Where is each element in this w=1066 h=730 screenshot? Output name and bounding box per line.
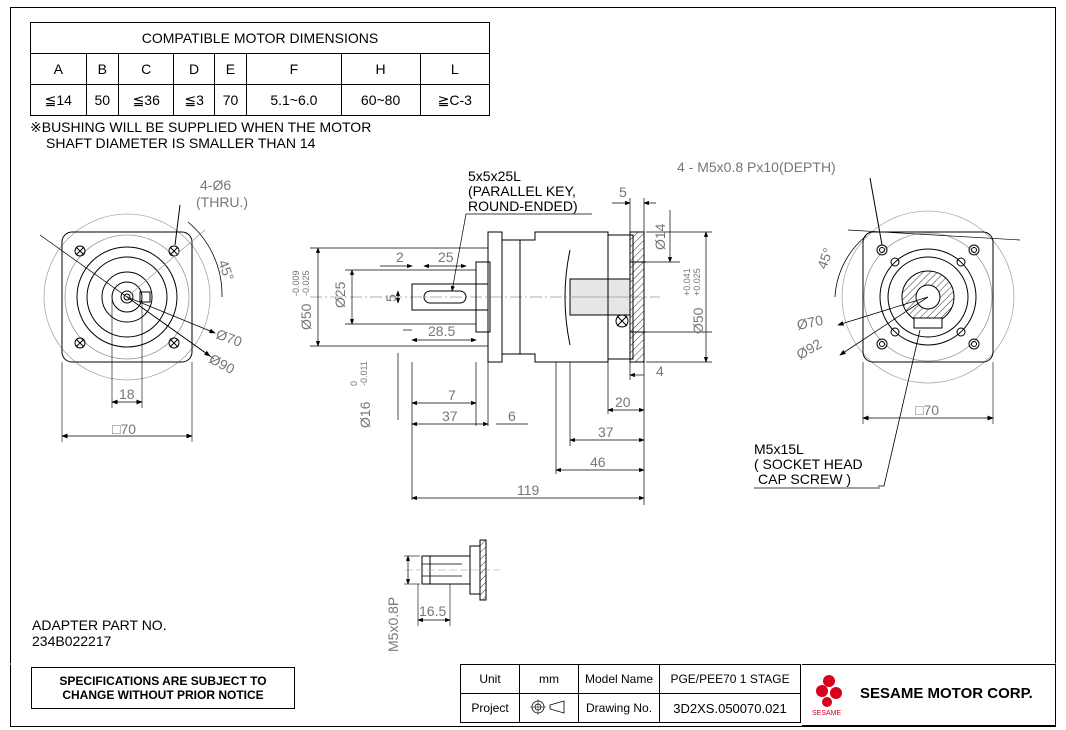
logo-text: SESAME <box>812 710 842 717</box>
dim-2: 2 <box>396 249 404 265</box>
value-e: 70 <box>213 84 248 116</box>
dia-16: Ø16 <box>357 401 373 428</box>
adapter-part-number: ADAPTER PART NO. 234B022217 <box>32 617 167 649</box>
tapped-holes <box>876 244 980 350</box>
project-label: Project <box>460 693 520 723</box>
adapter-labels: M5x0.8P 16.5 <box>385 597 446 652</box>
sesame-logo-icon <box>816 675 842 707</box>
header-a: A <box>30 53 87 85</box>
dim-119: 119 <box>517 482 540 498</box>
drawing-number: 3D2XS.050070.021 <box>659 693 802 723</box>
value-a: ≦14 <box>30 84 87 116</box>
thru-label: (THRU.) <box>196 194 248 210</box>
value-l: ≧C-3 <box>419 84 491 116</box>
dim-28-5: 28.5 <box>428 323 455 339</box>
note-line-2: SHAFT DIAMETER IS SMALLER THAN 14 <box>46 135 316 151</box>
dim-20: 20 <box>615 394 631 410</box>
value-d: ≦3 <box>173 84 215 116</box>
dim-4: 4 <box>656 363 664 379</box>
drawing-label: Drawing No. <box>577 693 661 723</box>
disclaimer-line-1: SPECIFICATIONS ARE SUBJECT TO <box>59 674 267 688</box>
left-angle-label: 45° <box>215 258 237 283</box>
adapter-detail <box>404 539 500 626</box>
tol-50-left-upper: -0.009 <box>291 270 301 296</box>
left-dia70-label: Ø70 <box>214 326 245 350</box>
left-view-labels: 4-Ø6 (THRU.) 45° Ø70 Ø90 18 □70 <box>112 177 248 437</box>
holes-label: 4-Ø6 <box>200 177 231 193</box>
right-front-view <box>834 177 1021 487</box>
model-value: PGE/PEE70 1 STAGE <box>659 664 802 694</box>
dim-6: 6 <box>508 408 516 424</box>
adapter-number: 234B022217 <box>32 633 112 649</box>
motor-dimension-table: COMPATIBLE MOTOR DIMENSIONS A B C D E F … <box>30 22 491 116</box>
side-view-dimensions <box>310 198 712 505</box>
header-f: F <box>246 53 342 85</box>
dim-25: 25 <box>438 249 454 265</box>
dim-16-5: 16.5 <box>419 603 446 619</box>
dia-50-left: Ø50 <box>298 303 314 330</box>
dim-46: 46 <box>590 454 606 470</box>
left-front-view <box>39 204 223 442</box>
left-dia90-label: Ø90 <box>207 351 238 378</box>
tol-50-right-upper: +0.041 <box>682 268 692 296</box>
key-label-3: ROUND-ENDED) <box>468 198 578 214</box>
tapped-hole-label: 4 - M5x0.8 Px10(DEPTH) <box>677 159 836 175</box>
bushing-note: ※BUSHING WILL BE SUPPLIED WHEN THE MOTOR… <box>30 119 371 151</box>
drawing-frame <box>10 7 1056 727</box>
model-label: Model Name <box>577 664 661 694</box>
note-line-1: ※BUSHING WILL BE SUPPLIED WHEN THE MOTOR <box>30 119 372 135</box>
dim-37-left: 37 <box>442 408 458 424</box>
screw-label-1: M5x15L <box>754 441 804 457</box>
dia-25: Ø25 <box>332 281 348 308</box>
table-value-row: ≦14 50 ≦36 ≦3 70 5.1~6.0 60~80 ≧C-3 <box>30 84 491 116</box>
side-view-labels: 5x5x25L (PARALLEL KEY, ROUND-ENDED) <box>468 168 578 214</box>
screw-label-2: ( SOCKET HEAD <box>754 456 863 472</box>
value-c: ≦36 <box>117 84 175 116</box>
tol-16-lower: -0.011 <box>359 361 369 386</box>
right-angle-label: 45° <box>814 246 836 271</box>
value-b: 50 <box>85 84 119 116</box>
header-h: H <box>340 53 421 85</box>
dim-37-right: 37 <box>598 424 614 440</box>
screw-callout: M5x15L ( SOCKET HEAD CAP SCREW ) <box>754 441 880 489</box>
title-block: Unit mm Model Name PGE/PEE70 1 STAGE Pro… <box>460 664 802 723</box>
value-f: 5.1~6.0 <box>246 84 342 116</box>
dim-5-left: 5 <box>383 294 399 302</box>
company-name: SESAME MOTOR CORP. <box>860 685 1033 702</box>
left-square-70: □70 <box>112 421 136 437</box>
disclaimer-box: SPECIFICATIONS ARE SUBJECT TO CHANGE WIT… <box>31 667 295 709</box>
left-dim-18: 18 <box>119 386 135 402</box>
right-view-labels: 4 - M5x0.8 Px10(DEPTH) 45° Ø70 Ø92 □70 <box>677 159 939 418</box>
side-section-view <box>310 231 660 363</box>
dim-7: 7 <box>448 387 456 403</box>
dia-50-right: Ø50 <box>690 307 706 334</box>
tol-50-right-lower: +0.025 <box>692 268 702 296</box>
thru-holes <box>74 245 180 349</box>
header-e: E <box>213 53 248 85</box>
tol-16-upper: 0 <box>349 381 359 386</box>
right-dia70-label: Ø70 <box>795 312 824 333</box>
key-label-2: (PARALLEL KEY, <box>468 183 576 199</box>
side-view-dim-labels: 5 Ø14 2 25 Ø50 -0.009 -0.025 Ø25 5 28.5 … <box>291 184 706 498</box>
tol-50-left-lower: -0.025 <box>301 270 311 296</box>
dia-14: Ø14 <box>652 223 668 250</box>
right-square-70: □70 <box>915 402 939 418</box>
dim-5-top: 5 <box>619 184 627 200</box>
right-dia92-label: Ø92 <box>794 335 825 362</box>
projection-symbol-icon <box>519 693 579 723</box>
disclaimer-line-2: CHANGE WITHOUT PRIOR NOTICE <box>62 688 264 702</box>
unit-label: Unit <box>460 664 520 694</box>
value-h: 60~80 <box>340 84 421 116</box>
unit-value: mm <box>519 664 579 694</box>
screw-label-3: CAP SCREW ) <box>758 471 851 487</box>
thread-label: M5x0.8P <box>385 597 401 652</box>
company-block: SESAME SESAME MOTOR CORP. <box>802 664 1056 726</box>
adapter-label: ADAPTER PART NO. <box>32 617 167 633</box>
key-label-1: 5x5x25L <box>468 168 521 184</box>
table-header-row: A B C D E F H L <box>30 53 491 85</box>
